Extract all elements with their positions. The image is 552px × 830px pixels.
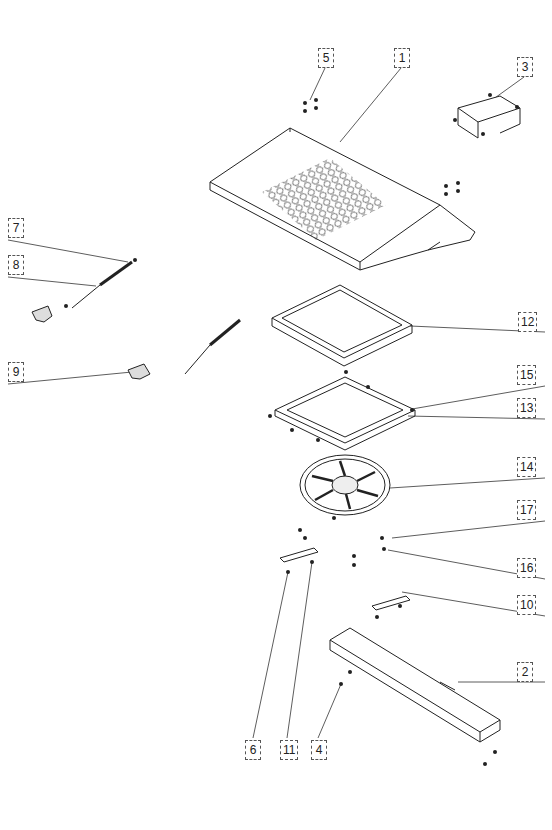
callout-number: 12 xyxy=(518,312,537,332)
callout-number: 11 xyxy=(280,740,298,760)
callout-number: 9 xyxy=(8,362,24,382)
callout-number: 4 xyxy=(311,740,327,760)
callout-number: 10 xyxy=(517,595,536,615)
callout-number: 5 xyxy=(318,48,334,68)
callout-number: 3 xyxy=(517,57,533,77)
callout-number: 15 xyxy=(517,365,536,385)
callout-number: 14 xyxy=(517,457,536,477)
callout-number: 6 xyxy=(245,740,261,760)
callout-number: 13 xyxy=(517,398,536,418)
callout-number: 16 xyxy=(517,558,536,578)
callout-number: 8 xyxy=(8,255,24,275)
callout-number: 17 xyxy=(517,500,536,520)
callout-number: 7 xyxy=(8,218,24,238)
callout-number: 1 xyxy=(394,48,410,68)
callout-number: 2 xyxy=(517,662,533,682)
